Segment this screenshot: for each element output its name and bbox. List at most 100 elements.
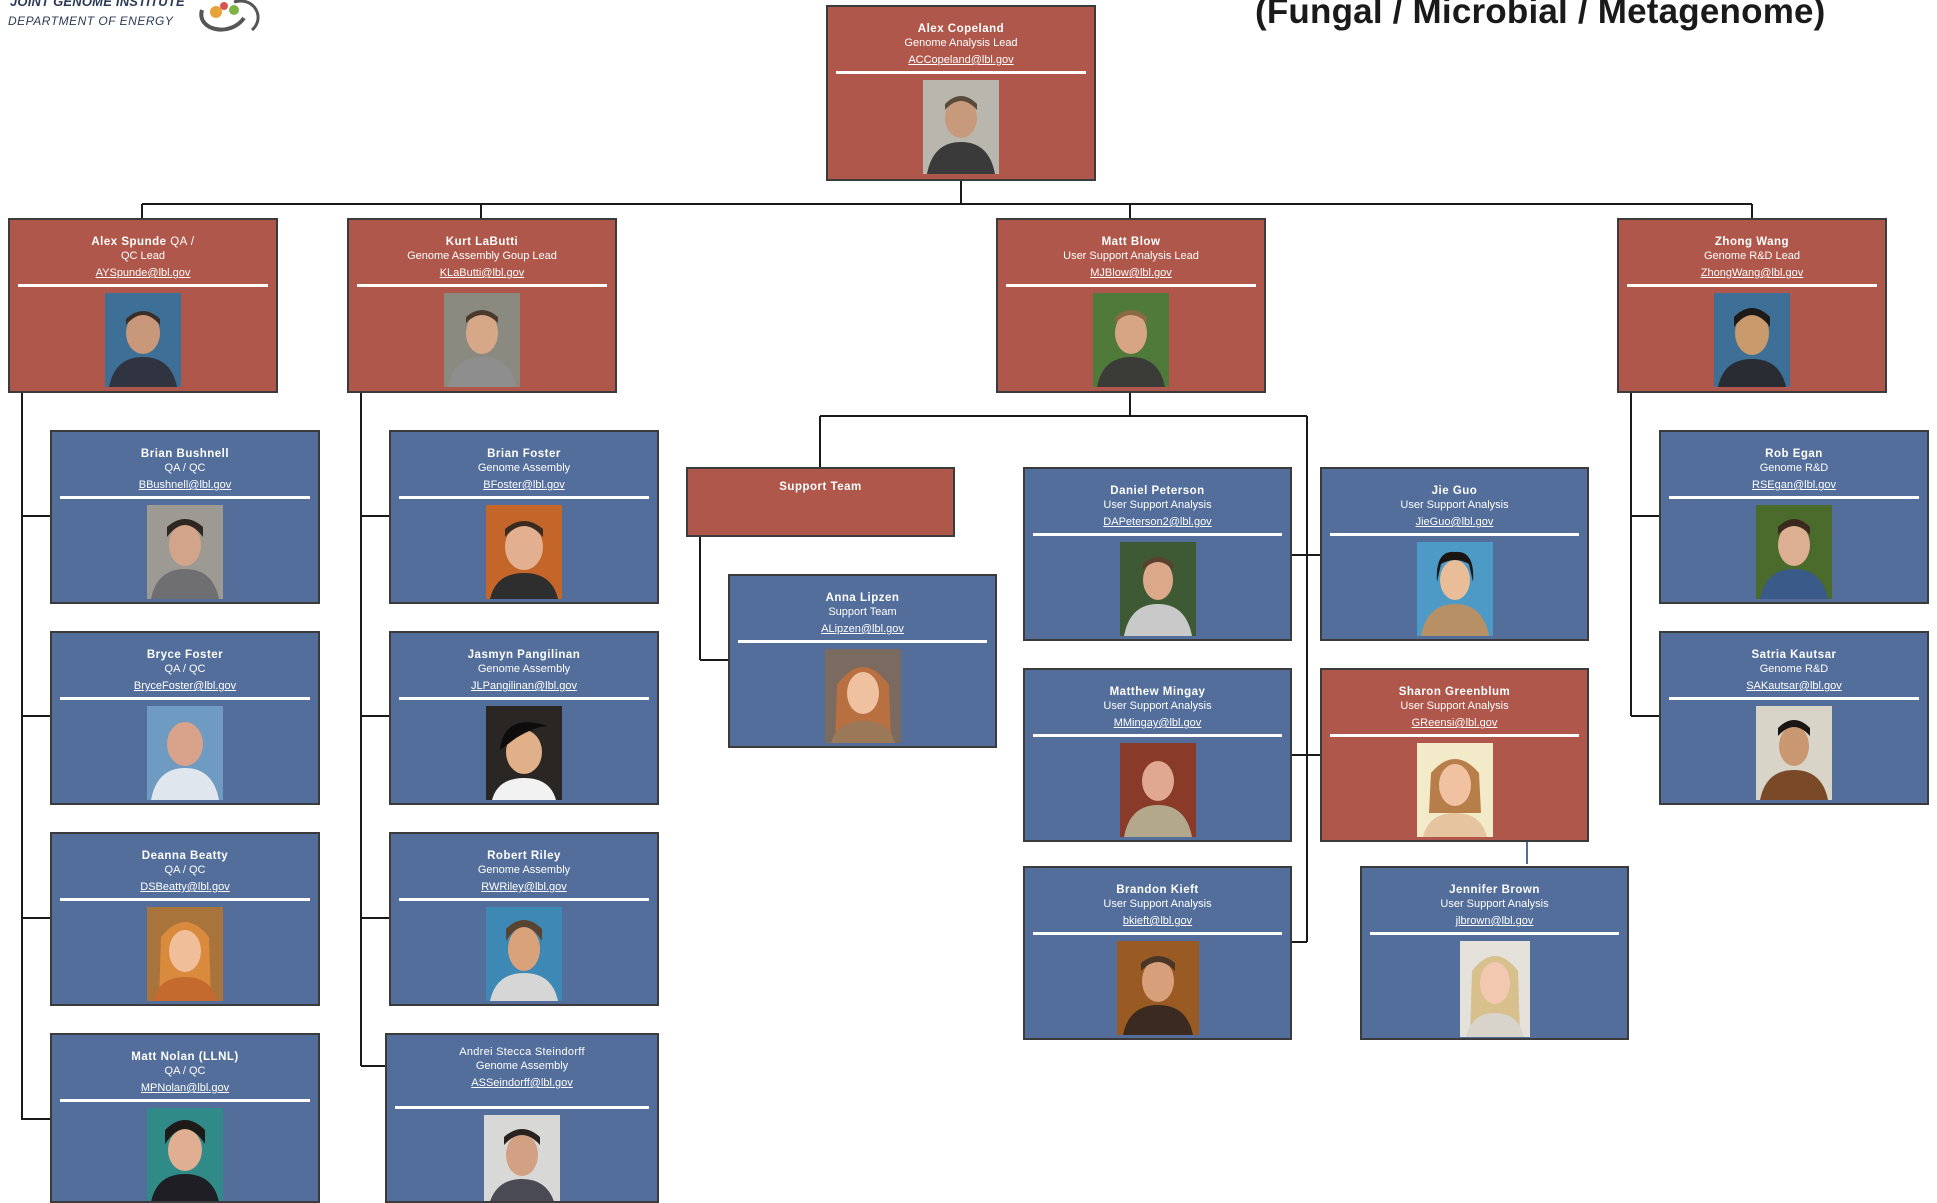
- person-role: QA / QC: [164, 864, 206, 876]
- divider: [1669, 496, 1919, 499]
- person-role: Genome Assembly: [477, 864, 571, 876]
- avatar: [105, 293, 181, 387]
- person-name-suffix: QA /: [170, 236, 195, 248]
- divider: [399, 496, 649, 499]
- card-matthew-mingay: Matthew Mingay User Support Analysis MMi…: [1023, 668, 1292, 842]
- card-rob-egan: Rob Egan Genome R&D RSEgan@lbl.gov: [1659, 430, 1929, 604]
- person-name: Alex Copeland: [917, 23, 1005, 35]
- divider: [1033, 533, 1282, 536]
- person-email-link[interactable]: BBushnell@lbl.gov: [138, 479, 232, 491]
- logo-institute-name: JOINT GENOME INSTITUTE: [10, 0, 185, 9]
- person-email-link[interactable]: MPNolan@lbl.gov: [140, 1082, 230, 1094]
- person-email-link[interactable]: BFoster@lbl.gov: [483, 479, 565, 491]
- person-role: QC Lead: [120, 250, 166, 262]
- person-name: Satria Kautsar: [1751, 649, 1837, 661]
- person-email-link[interactable]: DAPeterson2@lbl.gov: [1103, 516, 1212, 528]
- divider: [60, 1099, 310, 1102]
- card-deanna-beatty: Deanna Beatty QA / QC DSBeatty@lbl.gov: [50, 832, 320, 1006]
- card-zhong-wang: Zhong Wang Genome R&D Lead ZhongWang@lbl…: [1617, 218, 1887, 393]
- person-role: User Support Analysis: [1103, 898, 1212, 910]
- team-name: Support Team: [779, 481, 862, 493]
- divider: [60, 496, 310, 499]
- person-role: QA / QC: [164, 462, 206, 474]
- avatar: [1756, 706, 1832, 800]
- divider: [738, 640, 987, 643]
- card-jasmyn-pangilinan: Jasmyn Pangilinan Genome Assembly JLPang…: [389, 631, 659, 805]
- person-email-link[interactable]: DSBeatty@lbl.gov: [140, 881, 230, 893]
- avatar: [824, 649, 901, 743]
- person-name: Kurt LaButti: [445, 236, 519, 248]
- person-name: Matthew Mingay: [1109, 686, 1206, 698]
- divider: [399, 697, 649, 700]
- person-role: User Support Analysis: [1400, 499, 1509, 511]
- person-name: Rob Egan: [1765, 448, 1823, 460]
- card-bryce-foster: Bryce Foster QA / QC BryceFoster@lbl.gov: [50, 631, 320, 805]
- card-jie-guo: Jie Guo User Support Analysis JieGuo@lbl…: [1320, 467, 1589, 641]
- person-name: Zhong Wang: [1714, 236, 1790, 248]
- person-name: Jasmyn Pangilinan: [467, 649, 581, 661]
- person-role: User Support Analysis: [1103, 499, 1212, 511]
- person-name: Daniel Peterson: [1110, 485, 1205, 497]
- person-email-link[interactable]: BryceFoster@lbl.gov: [133, 680, 237, 692]
- person-email-link[interactable]: RWRiley@lbl.gov: [481, 881, 567, 893]
- divider: [836, 71, 1086, 74]
- person-email-link[interactable]: RSEgan@lbl.gov: [1752, 479, 1836, 491]
- person-email-link[interactable]: JLPangilinan@lbl.gov: [471, 680, 577, 692]
- avatar: [147, 907, 223, 1001]
- person-email-link[interactable]: bkieft@lbl.gov: [1122, 915, 1193, 927]
- person-email-link[interactable]: JieGuo@lbl.gov: [1415, 516, 1494, 528]
- avatar: [1714, 293, 1790, 387]
- card-matt-nolan: Matt Nolan (LLNL) QA / QC MPNolan@lbl.go…: [50, 1033, 320, 1203]
- avatar: [147, 1108, 223, 1201]
- person-email-link[interactable]: jlbrown@lbl.gov: [1455, 915, 1534, 927]
- person-email-link[interactable]: ZhongWang@lbl.gov: [1700, 267, 1804, 279]
- card-satria-kautsar: Satria Kautsar Genome R&D SAKautsar@lbl.…: [1659, 631, 1929, 805]
- person-role: Genome Assembly Goup Lead: [407, 250, 557, 262]
- card-sharon-greenblum: Sharon Greenblum User Support Analysis G…: [1320, 668, 1589, 842]
- card-alex-spunde: Alex Spunde QA / QC Lead AYSpunde@lbl.go…: [8, 218, 278, 393]
- person-email-link[interactable]: MMingay@lbl.gov: [1113, 717, 1202, 729]
- person-email-link[interactable]: ACCopeland@lbl.gov: [908, 54, 1014, 66]
- person-name: Andrei Stecca Steindorff: [459, 1046, 585, 1058]
- card-andrei-stecca-steindorff: Andrei Stecca Steindorff Genome Assembly…: [385, 1033, 659, 1203]
- divider: [395, 1106, 649, 1109]
- avatar: [1459, 941, 1530, 1037]
- card-jennifer-brown: Jennifer Brown User Support Analysis jlb…: [1360, 866, 1629, 1040]
- person-email-link[interactable]: AYSpunde@lbl.gov: [95, 267, 191, 279]
- avatar: [486, 907, 562, 1001]
- divider: [1033, 932, 1282, 935]
- card-support-team: Support Team: [686, 467, 955, 537]
- divider: [1627, 284, 1877, 287]
- person-name: Sharon Greenblum: [1398, 686, 1511, 698]
- avatar: [444, 293, 520, 387]
- person-email-link[interactable]: SAKautsar@lbl.gov: [1746, 680, 1842, 692]
- avatar: [1416, 743, 1493, 837]
- person-role: Genome R&D: [1759, 663, 1829, 675]
- person-name: Matt Nolan (LLNL): [131, 1051, 239, 1063]
- person-role: User Support Analysis: [1440, 898, 1549, 910]
- divider: [60, 898, 310, 901]
- avatar: [923, 80, 999, 174]
- person-name: Alex Spunde QA /: [10, 235, 276, 249]
- person-role: Genome Analysis Lead: [904, 37, 1018, 49]
- person-email-link[interactable]: GReensi@lbl.gov: [1411, 717, 1498, 729]
- jgi-logo: JOINT GENOME INSTITUTE DEPARTMENT OF ENE…: [6, 0, 266, 40]
- person-name: Jennifer Brown: [1449, 884, 1540, 896]
- person-role: Genome Assembly: [477, 663, 571, 675]
- person-email-link[interactable]: ASSeindorff@lbl.gov: [471, 1077, 573, 1089]
- person-role: QA / QC: [164, 1065, 206, 1077]
- person-role: Support Team: [828, 606, 897, 618]
- divider: [1330, 533, 1579, 536]
- avatar: [1119, 542, 1196, 636]
- card-alex-copeland: Alex Copeland Genome Analysis Lead ACCop…: [826, 5, 1096, 181]
- card-brian-foster: Brian Foster Genome Assembly BFoster@lbl…: [389, 430, 659, 604]
- person-role: QA / QC: [164, 663, 206, 675]
- person-name: Brian Bushnell: [140, 448, 230, 460]
- person-email-link[interactable]: ALipzen@lbl.gov: [821, 623, 904, 635]
- card-matt-blow: Matt Blow User Support Analysis Lead MJB…: [996, 218, 1266, 393]
- person-email-link[interactable]: KLaButti@lbl.gov: [439, 267, 525, 279]
- person-name-text: Alex Spunde: [91, 236, 167, 248]
- person-name: Bryce Foster: [146, 649, 224, 661]
- person-name: Brandon Kieft: [1116, 884, 1199, 896]
- person-email-link[interactable]: MJBlow@lbl.gov: [1090, 267, 1172, 279]
